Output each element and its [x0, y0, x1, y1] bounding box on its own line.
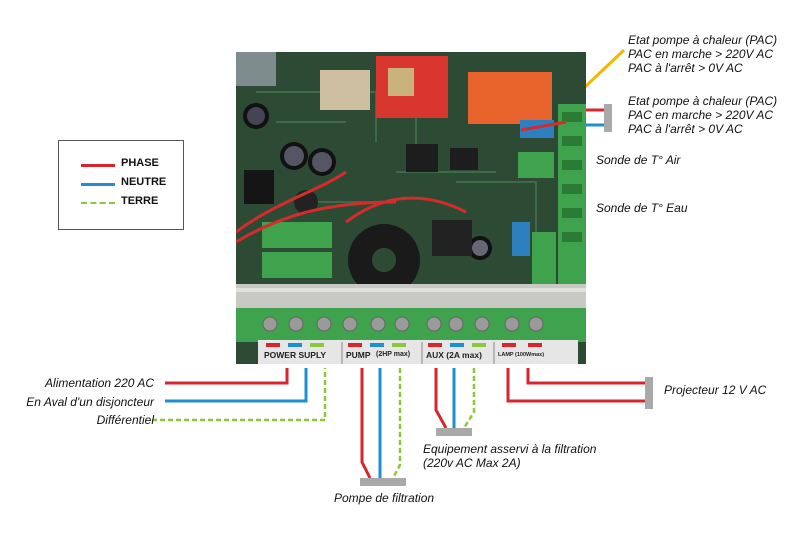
- pac-top-label: Etat pompe à chaleur (PAC) PAC en marche…: [628, 33, 777, 75]
- projecteur-label: Projecteur 12 V AC: [664, 383, 767, 397]
- terminal-label-pump-note: (2HP max): [376, 351, 411, 358]
- legend: PHASE NEUTRE TERRE: [58, 140, 184, 230]
- terminal-label-pump: PUMP: [346, 350, 371, 360]
- projecteur-connector: [645, 377, 653, 409]
- wire-pump-terre: [391, 368, 402, 479]
- pac-top-line-1: Etat pompe à chaleur (PAC): [628, 33, 778, 47]
- pac-top-line-2: PAC en marche > 220V AC: [628, 47, 774, 61]
- pac-right-label: Etat pompe à chaleur (PAC) PAC en marche…: [628, 94, 777, 136]
- pump-connector: [360, 478, 406, 486]
- equipement-line-2: (220v AC Max 2A): [423, 456, 521, 470]
- legend-swatch-terre: [81, 202, 115, 204]
- alimentation-line-3: Différentiel: [96, 413, 154, 427]
- equipement-line-1: Equipement asservi à la filtration: [423, 442, 597, 456]
- pompe-label: Pompe de filtration: [334, 491, 435, 505]
- wire-pump-phase: [360, 368, 372, 479]
- pac-right-line-2: PAC en marche > 220V AC: [628, 108, 774, 122]
- legend-label-terre: TERRE: [121, 195, 159, 207]
- wire-power-terre: [152, 368, 327, 422]
- wire-lamp-1: [506, 368, 645, 403]
- sonde-air-label: Sonde de T° Air: [596, 153, 681, 167]
- alimentation-line-2: En Aval d'un disjoncteur: [26, 395, 154, 409]
- control-board-photo: POWER SUPLY PUMP (2HP max) AUX (2A max) …: [236, 52, 586, 364]
- aux-connector: [436, 428, 472, 436]
- pac-right-line-3: PAC à l'arrêt > 0V AC: [628, 122, 743, 136]
- sonde-eau-label: Sonde de T° Eau: [596, 201, 688, 215]
- legend-label-phase: PHASE: [121, 157, 159, 169]
- legend-swatch-neutre: [81, 183, 115, 186]
- wire-aux-terre: [462, 368, 476, 429]
- terminal-label-lamp: LAMP (100Wmax): [498, 352, 545, 358]
- wire-aux-phase: [434, 368, 448, 429]
- terminal-label-power: POWER SUPLY: [264, 350, 327, 360]
- wire-power-phase: [165, 368, 289, 385]
- pac-connector: [604, 104, 612, 132]
- alimentation-label: Alimentation 220 AC En Aval d'un disjonc…: [26, 376, 154, 427]
- alimentation-line-1: Alimentation 220 AC: [45, 376, 154, 390]
- wire-power-neutre: [165, 368, 308, 403]
- board-illustration: [236, 52, 586, 364]
- legend-swatch-phase: [81, 164, 115, 167]
- equipement-label: Equipement asservi à la filtration (220v…: [423, 442, 596, 470]
- pac-top-line-3: PAC à l'arrêt > 0V AC: [628, 61, 743, 75]
- legend-label-neutre: NEUTRE: [121, 176, 167, 188]
- terminal-label-aux: AUX (2A max): [426, 350, 482, 360]
- pac-right-line-1: Etat pompe à chaleur (PAC): [628, 94, 778, 108]
- wire-lamp-2: [526, 368, 645, 385]
